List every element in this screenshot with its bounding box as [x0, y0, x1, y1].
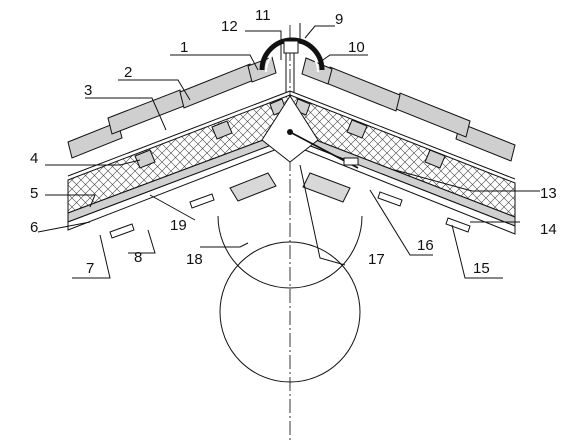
callout-11: 11: [255, 7, 271, 24]
callout-8: 8: [134, 249, 142, 266]
left-counter-batten: [134, 149, 156, 169]
callout-labels: 1 2 3 4 5 6 7 8 9 10 11 12 13 14 15 16 1…: [30, 7, 557, 277]
right-batten: [377, 191, 403, 207]
callout-6: 6: [30, 219, 38, 236]
right-top-membrane: [289, 90, 516, 180]
callout-19: 19: [170, 217, 187, 234]
left-counter-batten: [211, 120, 233, 140]
left-batten: [189, 193, 215, 209]
callout-10: 10: [348, 39, 365, 56]
callout-1: 1: [180, 39, 188, 56]
left-roof-tile: [67, 121, 123, 159]
right-counter-batten: [424, 149, 446, 169]
left-batten: [109, 223, 135, 239]
left-wall-plate: [229, 172, 277, 202]
ridge-detail: [259, 37, 359, 169]
left-insulation-hatch: [68, 95, 290, 213]
left-roof-tile: [107, 89, 185, 135]
right-batten: [445, 217, 471, 233]
callout-9: 9: [335, 11, 343, 28]
ridge-batten: [283, 40, 299, 54]
callout-12: 12: [221, 18, 238, 35]
callout-15: 15: [473, 260, 490, 277]
ridge-tie-nut: [343, 157, 359, 166]
callout-3: 3: [84, 82, 92, 99]
right-roof-tile: [395, 92, 471, 138]
callout-5: 5: [30, 185, 38, 202]
left-roof-slope: [67, 56, 291, 239]
right-wall-plate: [302, 172, 351, 203]
right-roof-tile: [325, 66, 401, 112]
right-counter-batten: [346, 119, 368, 139]
left-top-membrane: [67, 90, 291, 177]
callout-16: 16: [417, 237, 434, 254]
ridge-beam-circle: [219, 241, 361, 383]
callout-17: 17: [368, 251, 385, 268]
callout-2: 2: [124, 64, 132, 81]
callout-4: 4: [30, 150, 38, 167]
callout-14: 14: [540, 221, 557, 238]
left-roof-tile: [179, 63, 255, 109]
callout-7: 7: [86, 260, 94, 277]
right-roof-slope: [289, 57, 516, 235]
callout-18: 18: [186, 251, 203, 268]
right-roof-tile: [455, 122, 516, 162]
callout-13: 13: [540, 185, 557, 202]
ridge-bracket-segment: [217, 215, 363, 289]
leader-lines: [37, 23, 540, 279]
ridge-cap-tile: [259, 37, 325, 71]
